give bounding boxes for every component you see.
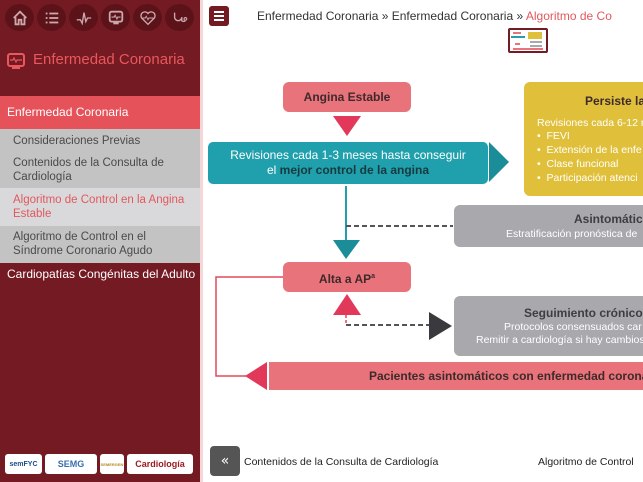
section-header: Enfermedad Coronaria (6, 50, 185, 72)
persiste-bullet: • FEVI (537, 130, 570, 142)
alta-label: Alta a AP (318, 272, 372, 286)
sponsor-logos: semFYC SEMG SEMERGEN Cardiología (5, 454, 193, 474)
subnav-item-sca[interactable]: Algoritmo de Control en el Síndrome Coro… (13, 231, 153, 257)
subnav-item-consideraciones[interactable]: Consideraciones Previas (13, 135, 141, 147)
revisiones-line1: Revisiones cada 1-3 meses hasta consegui… (230, 148, 466, 162)
logo-semergen: SEMERGEN (100, 454, 124, 474)
list-icon[interactable] (37, 4, 66, 31)
asintomatico-title: Asintomático (573, 212, 643, 226)
flow-connectors (215, 116, 509, 390)
hamburger-icon[interactable] (209, 6, 229, 26)
main-content: Enfermedad Coronaria » Enfermedad Corona… (200, 0, 643, 482)
seguimiento-line2: Remitir a cardiología si hay cambios (476, 334, 643, 346)
logo-semfyc: semFYC (5, 454, 42, 474)
monitor-icon[interactable] (101, 4, 130, 31)
section-title: Enfermedad Coronaria (33, 51, 185, 68)
persiste-bullet: • Clase funcional (537, 158, 619, 170)
home-icon[interactable] (5, 4, 34, 31)
node-pacientes: Pacientes asintomáticos con enfermedad c… (269, 362, 643, 390)
nav-item-cardiopatias[interactable]: Cardiopatías Congénitas del Adulto (7, 267, 196, 281)
logo-sec-cardiologia: Cardiología (127, 454, 193, 474)
alta-sup: a (371, 273, 376, 280)
logo-semg: SEMG (45, 454, 97, 474)
node-alta-ap: Alta a APa (283, 262, 411, 292)
diagram-thumbnail[interactable] (508, 28, 548, 53)
arrow-left-red (245, 362, 267, 390)
arrow-down-teal (333, 240, 360, 259)
arrow-down-red (333, 116, 361, 136)
seguimiento-line1: Protocolos consensuados car (504, 321, 642, 333)
loop-connector (215, 276, 285, 377)
arrow-up-red (333, 294, 361, 315)
node-asintomatico: Asintomático Estratificación pronóstica … (454, 205, 643, 247)
prev-page-link[interactable]: Contenidos de la Consulta de Cardiología (244, 456, 439, 468)
persiste-bullet: • Extensión de la enfe (537, 144, 642, 156)
breadcrumb-separator: » (378, 9, 392, 23)
node-revisiones: Revisiones cada 1-3 meses hasta consegui… (208, 142, 488, 184)
stethoscope-icon[interactable] (165, 4, 194, 31)
node-persiste: Persiste la Revisiones cada 6-12 m • FEV… (524, 82, 643, 196)
back-button[interactable]: « (210, 446, 240, 476)
heart-icon[interactable] (133, 4, 162, 31)
monitor-icon (7, 53, 25, 69)
revisiones-bold: mejor control de la angina (279, 163, 430, 177)
next-page-link[interactable]: Algoritmo de Control (538, 456, 634, 468)
breadcrumb-current: Algoritmo de Co (525, 9, 612, 23)
subnav-item-contenidos[interactable]: Contenidos de la Consulta de Cardiología (13, 157, 164, 183)
node-angina-estable: Angina Estable (283, 82, 411, 112)
node-seguimiento: Seguimiento crónico Protocolos consensua… (454, 296, 643, 356)
nav-item-enfermedad-coronaria[interactable]: Enfermedad Coronaria (0, 96, 200, 129)
asintomatico-sub: Estratificación pronóstica de (506, 228, 638, 240)
persiste-bullet: • Participación atenci (537, 172, 638, 184)
breadcrumb-separator: » (513, 9, 526, 23)
persiste-sub: Revisiones cada 6-12 m (537, 117, 643, 129)
top-icon-bar (5, 4, 194, 31)
breadcrumb-item[interactable]: Enfermedad Coronaria (257, 9, 379, 23)
revisiones-prefix: el (266, 163, 280, 177)
seguimiento-title: Seguimiento crónico (524, 306, 643, 320)
arrow-right-dark (429, 312, 452, 340)
ecg-icon[interactable] (69, 4, 98, 31)
subnav: Consideraciones Previas Contenidos de la… (0, 129, 200, 263)
breadcrumb: Enfermedad Coronaria » Enfermedad Corona… (257, 9, 612, 23)
breadcrumb-item[interactable]: Enfermedad Coronaria (391, 9, 514, 23)
sidebar: Enfermedad Coronaria Enfermedad Coronari… (0, 0, 200, 482)
persiste-title: Persiste la (585, 94, 643, 108)
subnav-item-angina-estable[interactable]: Algoritmo de Control en la Angina Establ… (0, 188, 200, 226)
arrow-right-teal (489, 142, 509, 182)
